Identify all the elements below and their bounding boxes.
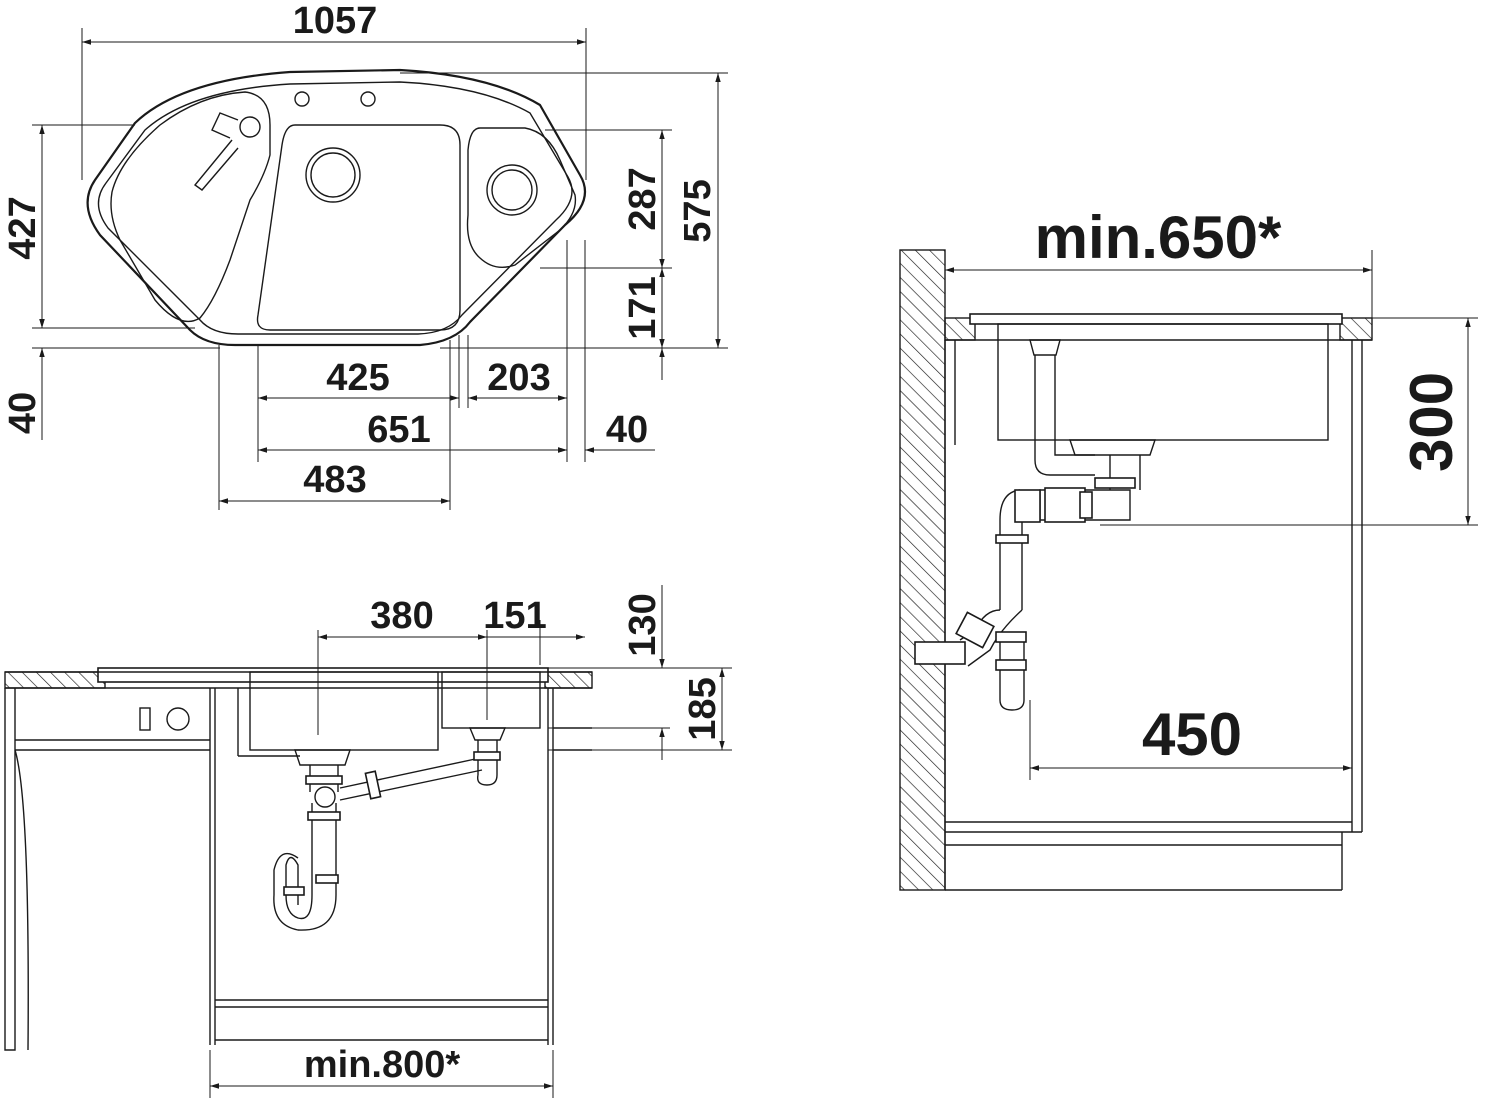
bowl-section — [997, 323, 1329, 441]
dim-bowl-centre-spacing: 380 — [370, 595, 433, 637]
dim-cabinet-min-width: min.800* — [304, 1044, 461, 1086]
main-waste-icon — [305, 147, 361, 203]
dim-main-bowl-width: 425 — [326, 357, 389, 399]
dim-span-483: 483 — [303, 459, 366, 501]
dim-depth-right-lower: 171 — [622, 276, 664, 339]
small-waste-icon — [486, 164, 538, 216]
dim-height-185: 185 — [682, 677, 724, 740]
left-drainer — [110, 91, 271, 323]
socket-icon — [139, 707, 151, 731]
dim-drain-height: 300 — [1398, 372, 1465, 472]
dim-cabinet-min-depth: min.650* — [1035, 204, 1282, 271]
dim-small-bowl-offset: 151 — [483, 595, 546, 637]
tap-hole-icon — [360, 91, 376, 107]
top-view: 1057 575 287 171 427 40 425 — [2, 0, 728, 510]
dim-width-total: 1057 — [293, 0, 378, 42]
dim-depth-left: 427 — [2, 196, 44, 259]
main-bowl — [256, 124, 461, 331]
dim-drain-distance: 450 — [1142, 701, 1242, 768]
dim-right-offset: 40 — [606, 409, 648, 451]
wall — [899, 249, 946, 891]
sink-inner-rim — [97, 81, 573, 335]
dim-front-offset: 40 — [2, 392, 44, 434]
front-view: 380 151 130 185 min.800* — [4, 585, 732, 1098]
drainer-plug-icon — [239, 116, 261, 138]
dim-depth-right-upper: 287 — [622, 167, 664, 230]
dim-small-bowl-width: 203 — [487, 357, 550, 399]
side-view: min.650* 300 450 — [899, 204, 1478, 891]
dim-span-651: 651 — [367, 409, 430, 451]
small-bowl — [466, 127, 577, 268]
tap-hole-icon — [294, 91, 310, 107]
sink-outline — [86, 68, 587, 347]
dim-depth-total: 575 — [677, 179, 719, 242]
main-bowl-section — [249, 671, 439, 751]
dim-height-130: 130 — [622, 593, 664, 656]
